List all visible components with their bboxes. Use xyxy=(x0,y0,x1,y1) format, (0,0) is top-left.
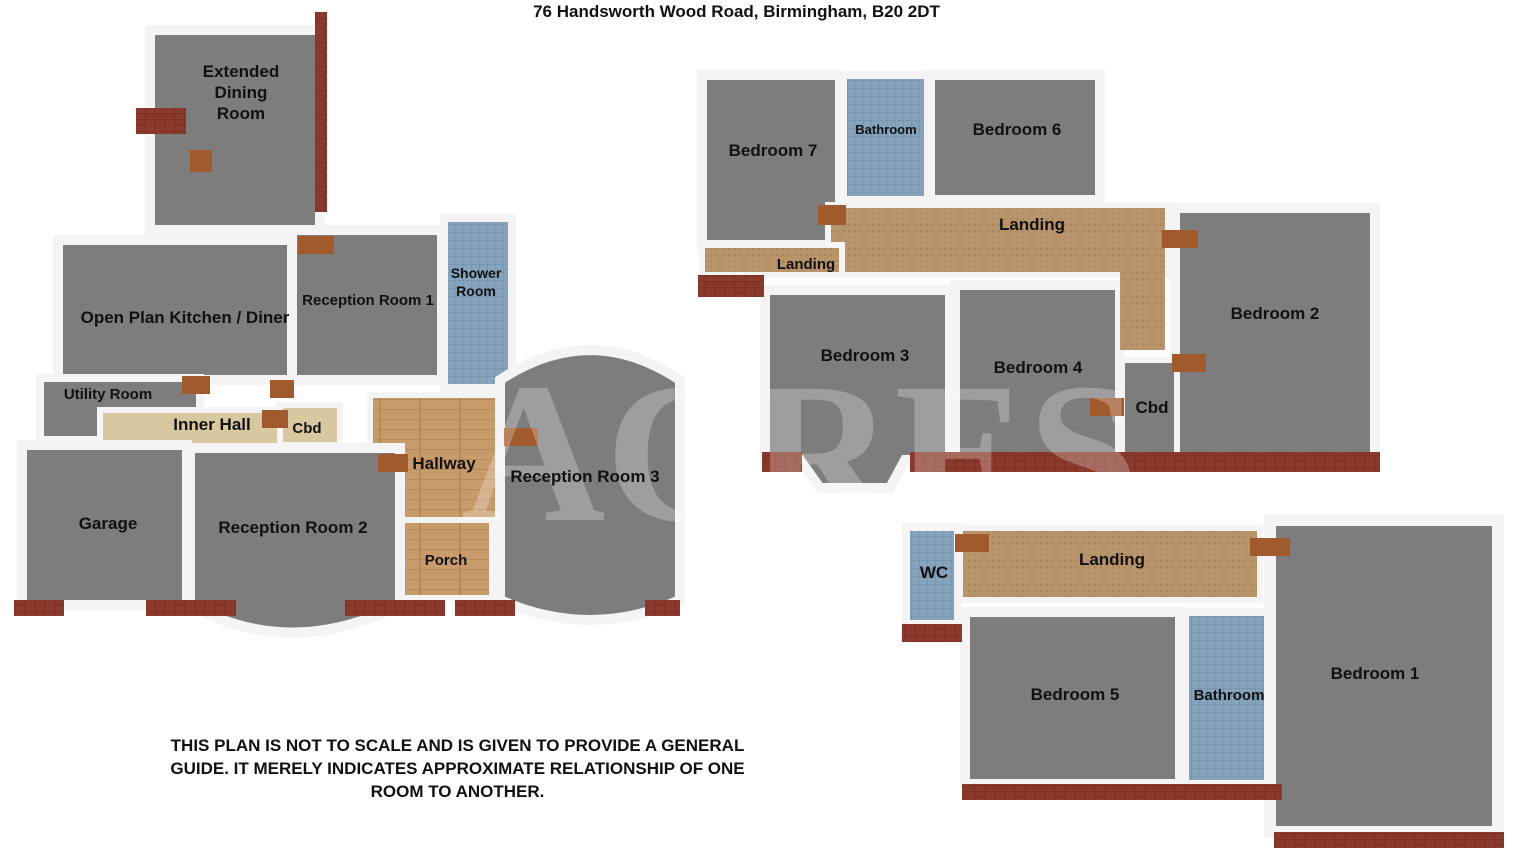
porch xyxy=(399,517,495,601)
label-cbd-ground: Cbd xyxy=(292,420,321,437)
label-bathroom-second: Bathroom xyxy=(1194,687,1265,704)
label-landing-first: Landing xyxy=(999,215,1065,234)
second-floor xyxy=(902,514,1504,848)
bedroom-1 xyxy=(1264,514,1504,838)
label-wc: WC xyxy=(920,563,948,582)
label-hallway: Hallway xyxy=(412,454,476,473)
label-extended-dining-2: Dining xyxy=(215,83,268,102)
bedroom-5 xyxy=(960,607,1185,789)
ground-floor xyxy=(14,12,685,638)
label-bedroom-3: Bedroom 3 xyxy=(821,346,910,365)
label-bedroom-5: Bedroom 5 xyxy=(1031,685,1120,704)
label-shower-room-2: Room xyxy=(456,283,496,299)
label-reception-room-1: Reception Room 1 xyxy=(302,292,434,309)
disclaimer: THIS PLAN IS NOT TO SCALE AND IS GIVEN T… xyxy=(100,734,815,803)
disclaimer-line-2: GUIDE. IT MERELY INDICATES APPROXIMATE R… xyxy=(170,759,745,778)
label-reception-room-2: Reception Room 2 xyxy=(218,518,367,537)
label-landing-second: Landing xyxy=(1079,550,1145,569)
label-bathroom-first: Bathroom xyxy=(855,122,916,137)
label-cbd-first: Cbd xyxy=(1135,398,1168,417)
bedroom-4 xyxy=(950,280,1125,465)
first-floor xyxy=(697,70,1380,493)
disclaimer-line-1: THIS PLAN IS NOT TO SCALE AND IS GIVEN T… xyxy=(170,736,745,755)
label-bedroom-7: Bedroom 7 xyxy=(729,141,818,160)
landing-second xyxy=(957,525,1263,603)
page-title: 76 Handsworth Wood Road, Birmingham, B20… xyxy=(533,2,940,21)
garage xyxy=(17,440,192,610)
label-landing-small: Landing xyxy=(777,256,835,273)
landing-small xyxy=(699,242,845,278)
label-bedroom-1: Bedroom 1 xyxy=(1331,664,1420,683)
label-extended-dining-3: Room xyxy=(217,104,265,123)
label-inner-hall: Inner Hall xyxy=(173,415,250,434)
label-bedroom-2: Bedroom 2 xyxy=(1231,304,1320,323)
watermark: ACRES xyxy=(461,343,1139,564)
reception-room-1 xyxy=(287,225,447,385)
disclaimer-line-3: ROOM TO ANOTHER. xyxy=(370,782,545,801)
label-utility-room: Utility Room xyxy=(64,386,152,403)
bedroom-6 xyxy=(925,70,1105,205)
bedroom-2 xyxy=(1170,203,1380,465)
label-bedroom-4: Bedroom 4 xyxy=(994,358,1083,377)
label-extended-dining-1: Extended xyxy=(203,62,280,81)
label-bedroom-6: Bedroom 6 xyxy=(973,120,1062,139)
reception-room-3 xyxy=(495,345,685,625)
label-shower-room-1: Shower xyxy=(451,265,502,281)
label-reception-room-3: Reception Room 3 xyxy=(510,467,659,486)
bathroom-first xyxy=(839,71,932,204)
label-garage: Garage xyxy=(79,514,138,533)
shower-room xyxy=(440,214,516,392)
label-open-plan-kitchen: Open Plan Kitchen / Diner xyxy=(81,308,290,327)
label-porch: Porch xyxy=(425,552,468,569)
